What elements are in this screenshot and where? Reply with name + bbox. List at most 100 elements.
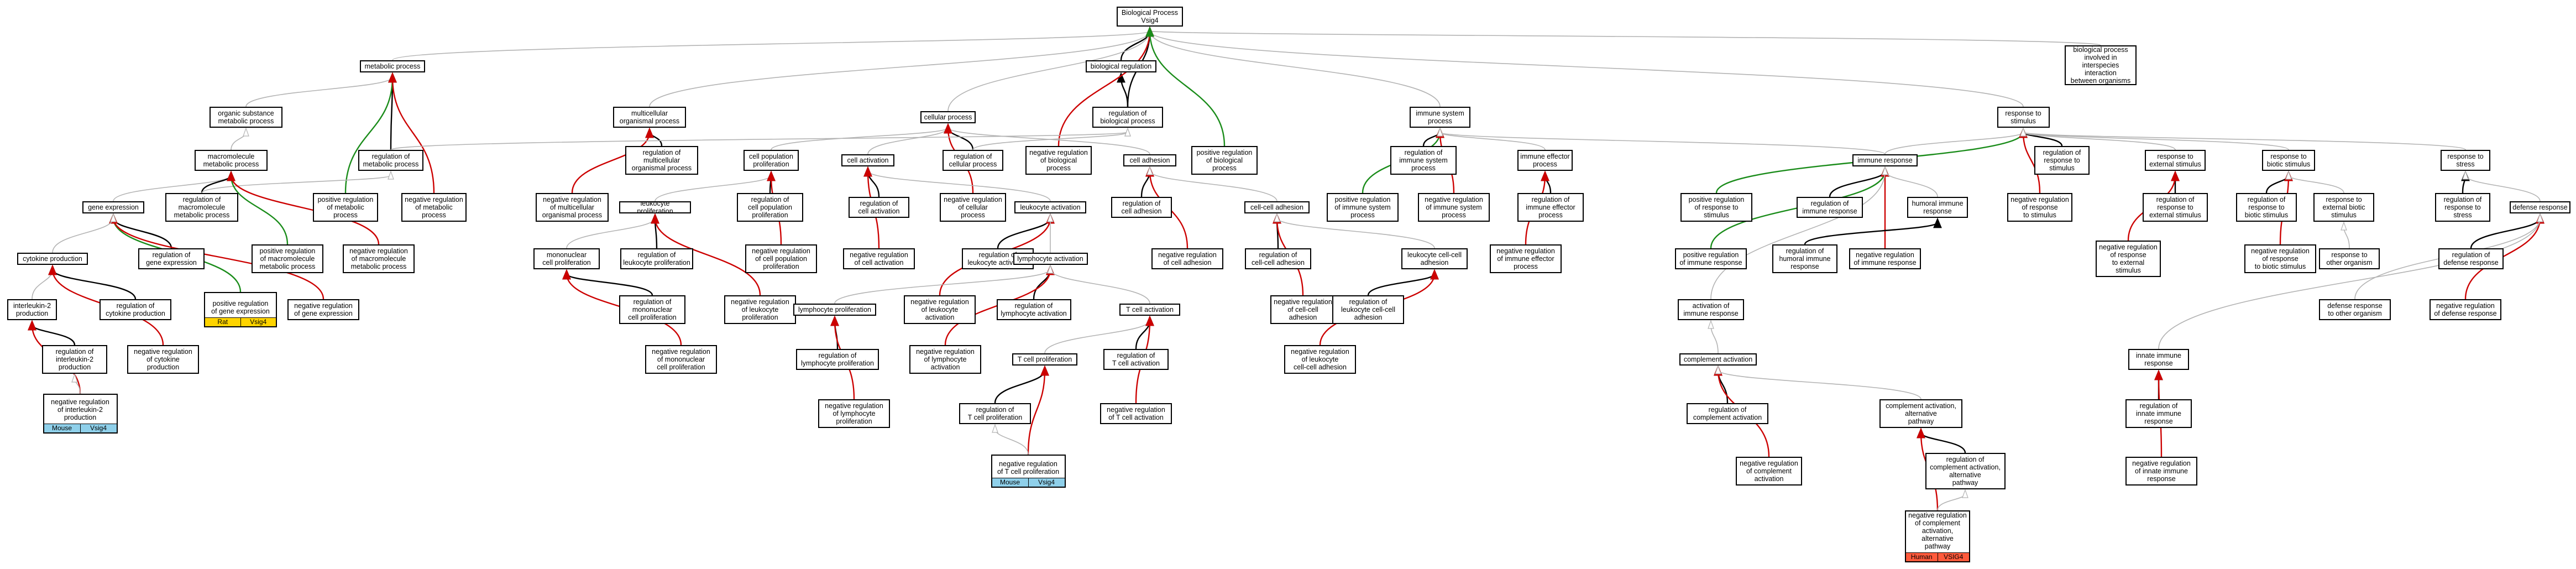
- go-term-negregcellp[interactable]: negative regulation of cellular process: [940, 193, 1006, 222]
- go-term-reglymact[interactable]: regulation of lymphocyte activation: [996, 299, 1071, 320]
- go-term-regccadh[interactable]: regulation of cell-cell adhesion: [1245, 248, 1311, 269]
- go-term-regrtbs[interactable]: regulation of response to biotic stimulu…: [2236, 193, 2297, 222]
- go-term-negregcpp[interactable]: negative regulation of cell population p…: [745, 244, 817, 273]
- go-term-regtcact[interactable]: regulation of T cell activation: [1103, 349, 1169, 370]
- go-term-rtoo[interactable]: response to external biotic stimulus: [2313, 193, 2374, 222]
- go-term-osm[interactable]: organic substance metabolic process: [210, 107, 282, 128]
- go-term-regmeta[interactable]: regulation of metabolic process: [358, 150, 423, 171]
- go-term-iep[interactable]: immune effector process: [1517, 150, 1573, 171]
- go-term-macro[interactable]: macromolecule metabolic process: [195, 150, 268, 171]
- go-term-negregcytprod[interactable]: negative regulation of cytokine producti…: [127, 345, 199, 374]
- go-term-posregbp[interactable]: positive regulation of biological proces…: [1191, 146, 1258, 175]
- go-term-regil2[interactable]: regulation of interleukin-2 production: [42, 345, 107, 374]
- go-term-regrtstress[interactable]: regulation of response to stress: [2435, 193, 2490, 222]
- go-term-ccadh[interactable]: cell-cell adhesion: [1244, 201, 1310, 213]
- go-term-posregiresp[interactable]: positive regulation of immune response: [1675, 248, 1747, 269]
- go-term-compact[interactable]: complement activation: [1679, 353, 1757, 366]
- go-term-rtstress[interactable]: response to stress: [2441, 150, 2490, 171]
- go-term-negreglccadh[interactable]: negative regulation of leukocyte cell-ce…: [1284, 345, 1356, 374]
- go-term-regcadh[interactable]: regulation of cell adhesion: [1111, 197, 1172, 218]
- go-term-negreglprolif[interactable]: negative regulation of leukocyte prolife…: [724, 295, 796, 324]
- go-term-reglccadh[interactable]: regulation of leukocyte cell-cell adhesi…: [1332, 295, 1404, 324]
- go-term-mncprolif[interactable]: mononuclear cell proliferation: [533, 248, 600, 269]
- go-term-negregrts[interactable]: negative regulation of response to stimu…: [2007, 193, 2072, 222]
- go-term-bp[interactable]: Biological Process Vsig4: [1117, 7, 1183, 27]
- go-term-lymact[interactable]: lymphocyte activation: [1013, 253, 1088, 265]
- go-term-lymprolif[interactable]: lymphocyte proliferation: [793, 304, 876, 316]
- go-term-negreglact[interactable]: negative regulation of leukocyte activat…: [904, 295, 976, 324]
- go-term-meta[interactable]: metabolic process: [360, 60, 425, 72]
- go-term-cellp[interactable]: cellular process: [920, 111, 976, 123]
- go-term-cadh[interactable]: cell adhesion: [1123, 154, 1176, 166]
- go-term-negregccadh[interactable]: negative regulation of cell-cell adhesio…: [1270, 295, 1336, 324]
- go-term-lprolif[interactable]: leukocyte proliferation: [619, 201, 691, 213]
- go-term-iresp[interactable]: immune response: [1852, 154, 1918, 166]
- go-term-negregrtes[interactable]: negative regulation of response to exter…: [2096, 241, 2161, 277]
- go-term-negreglymact[interactable]: negative regulation of lymphocyte activa…: [909, 345, 981, 374]
- go-term-regiresp[interactable]: regulation of immune response: [1797, 197, 1863, 218]
- go-term-negregmncprolif[interactable]: negative regulation of mononuclear cell …: [645, 345, 717, 374]
- go-term-negreglymprolif[interactable]: negative regulation of lymphocyte prolif…: [818, 399, 890, 428]
- go-term-reglprolif[interactable]: regulation of leukocyte proliferation: [620, 248, 693, 269]
- go-term-reghumir[interactable]: regulation of humoral immune response: [1772, 244, 1837, 273]
- go-term-regrtes[interactable]: regulation of response to external stimu…: [2143, 193, 2208, 222]
- go-term-rtbs[interactable]: response to biotic stimulus: [2262, 150, 2315, 171]
- go-term-negregrtbs[interactable]: negative regulation of response to bioti…: [2244, 244, 2316, 273]
- go-term-regmncprolif[interactable]: regulation of mononuclear cell prolifera…: [619, 295, 685, 324]
- go-term-regge[interactable]: regulation of gene expression: [138, 248, 205, 269]
- go-term-negregiep[interactable]: negative regulation of immune effector p…: [1490, 244, 1562, 273]
- go-term-isp[interactable]: immune system process: [1410, 107, 1470, 128]
- go-term-lact[interactable]: leukocyte activation: [1014, 201, 1086, 213]
- go-term-posregisp[interactable]: positive regulation of immune system pro…: [1327, 193, 1399, 222]
- go-term-negregbp[interactable]: negative regulation of biological proces…: [1025, 146, 1092, 175]
- go-term-regisp[interactable]: regulation of immune system process: [1390, 146, 1457, 175]
- go-term-negreginnate[interactable]: negative regulation of innate immune res…: [2125, 457, 2197, 486]
- go-term-negregdefresp[interactable]: negative regulation of defense response: [2430, 299, 2501, 320]
- go-term-regcact[interactable]: regulation of cell activation: [849, 197, 909, 218]
- go-term-ge[interactable]: gene expression: [82, 201, 144, 213]
- go-term-rtoorg[interactable]: response to other organism: [2319, 248, 2380, 269]
- go-term-negregmop[interactable]: negative regulation of multicellular org…: [536, 193, 609, 222]
- go-term-negregcompalt[interactable]: negative regulation of complement activa…: [1905, 510, 1970, 562]
- go-term-reglymprolif[interactable]: regulation of lymphocyte proliferation: [796, 349, 879, 370]
- go-term-reginnate[interactable]: regulation of innate immune response: [2125, 399, 2192, 428]
- go-term-lccadh[interactable]: leukocyte cell-cell adhesion: [1401, 248, 1468, 269]
- go-term-cytprod[interactable]: cytokine production: [17, 253, 88, 265]
- go-term-defoo[interactable]: defense response to other organism: [2319, 299, 2391, 320]
- go-term-regcpp[interactable]: regulation of cell population proliferat…: [737, 193, 803, 222]
- go-term-regmop[interactable]: regulation of multicellular organismal p…: [625, 146, 698, 175]
- go-term-mop[interactable]: multicellular organismal process: [613, 107, 686, 128]
- go-term-negregcadh[interactable]: negative regulation of cell adhesion: [1151, 248, 1223, 269]
- go-term-negregmeta[interactable]: negative regulation of metabolic process: [401, 193, 467, 222]
- go-term-negregil2[interactable]: negative regulation of interleukin-2 pro…: [43, 394, 118, 434]
- go-term-regbp[interactable]: regulation of biological process: [1092, 107, 1163, 128]
- go-term-regrts[interactable]: regulation of response to stimulus: [2034, 146, 2090, 175]
- go-term-negregtcprolif[interactable]: negative regulation of T cell proliferat…: [991, 455, 1066, 488]
- go-term-cpp[interactable]: cell population proliferation: [744, 150, 799, 171]
- go-term-regcompact[interactable]: regulation of complement activation: [1687, 403, 1768, 424]
- go-term-innate[interactable]: innate immune response: [2128, 349, 2189, 370]
- go-term-negregisp[interactable]: negative regulation of immune system pro…: [1418, 193, 1490, 222]
- go-term-regmacro[interactable]: regulation of macromolecule metabolic pr…: [165, 193, 238, 222]
- go-term-defresp[interactable]: defense response: [2510, 201, 2570, 213]
- go-term-actir[interactable]: activation of immune response: [1678, 299, 1744, 320]
- go-term-negregiresp[interactable]: negative regulation of immune response: [1849, 248, 1921, 269]
- go-term-posregmeta[interactable]: positive regulation of metabolic process: [313, 193, 378, 222]
- go-term-negregcact[interactable]: negative regulation of cell activation: [843, 248, 915, 269]
- go-term-negregmacro[interactable]: negative regulation of macromolecule met…: [343, 244, 415, 273]
- go-term-rtes[interactable]: response to external stimulus: [2145, 150, 2206, 171]
- go-term-negregge[interactable]: negative regulation of gene expression: [287, 299, 359, 320]
- go-term-regcellp[interactable]: regulation of cellular process: [943, 150, 1003, 171]
- go-term-posregrts[interactable]: positive regulation of response to stimu…: [1680, 193, 1752, 222]
- go-term-posregmacro[interactable]: positive regulation of macromolecule met…: [252, 244, 323, 273]
- go-term-regcytprod[interactable]: regulation of cytokine production: [100, 299, 171, 320]
- go-term-tcact[interactable]: T cell activation: [1119, 304, 1180, 316]
- go-term-negregcompact[interactable]: negative regulation of complement activa…: [1736, 457, 1802, 486]
- go-term-rts[interactable]: response to stimulus: [1997, 107, 2050, 128]
- go-term-cact[interactable]: cell activation: [841, 154, 894, 166]
- go-term-regcompalt[interactable]: regulation of complement activation, alt…: [1925, 453, 2006, 489]
- go-term-il2prod[interactable]: interleukin-2 production: [7, 299, 57, 320]
- go-term-bpio[interactable]: biological process involved in interspec…: [2065, 45, 2137, 85]
- go-term-negregtcact[interactable]: negative regulation of T cell activation: [1100, 403, 1172, 424]
